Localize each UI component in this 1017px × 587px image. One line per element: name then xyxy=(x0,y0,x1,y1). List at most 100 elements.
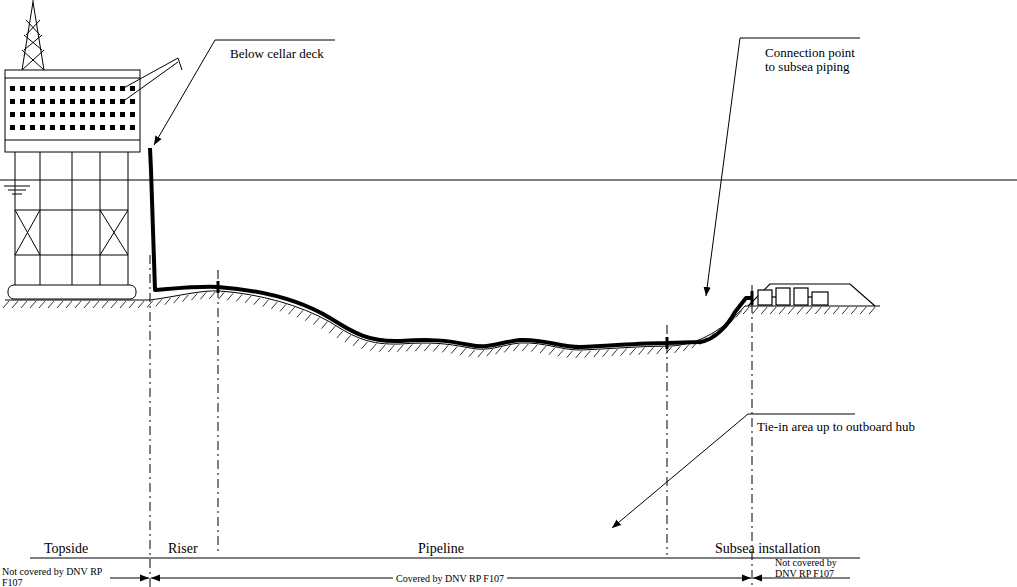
hatch-stroke xyxy=(779,307,785,314)
deck-window xyxy=(50,125,55,130)
hatch-stroke xyxy=(806,307,812,314)
hatch-stroke xyxy=(218,292,224,299)
deck-window xyxy=(100,86,105,91)
hatch-stroke xyxy=(12,301,18,308)
scope-note: Not covered by DNV RP F107 xyxy=(2,566,110,587)
hatch-stroke xyxy=(648,347,654,354)
deck-window xyxy=(30,99,35,104)
deck-window xyxy=(30,86,35,91)
hatch-stroke xyxy=(567,351,573,358)
hatch-stroke xyxy=(337,331,343,338)
hatch-stroke xyxy=(621,349,627,356)
deck-window xyxy=(120,125,125,130)
hatch-stroke xyxy=(84,301,90,308)
deck-window xyxy=(40,125,45,130)
hatch-stroke xyxy=(236,294,242,301)
hatch-stroke xyxy=(93,301,99,308)
deck-window xyxy=(10,125,15,130)
hatch-stroke xyxy=(174,296,180,303)
hatch-stroke xyxy=(442,345,448,352)
deck-window xyxy=(40,112,45,117)
hatch-stroke xyxy=(815,307,821,314)
hatch-stroke xyxy=(451,347,457,354)
hatch-stroke xyxy=(869,307,875,314)
deck-window xyxy=(120,86,125,91)
hatch-stroke xyxy=(478,350,484,357)
zone-label: Riser xyxy=(168,541,198,556)
hatch-stroke xyxy=(761,307,767,314)
hatch-stroke xyxy=(209,292,215,299)
deck-window xyxy=(60,125,65,130)
deck-window xyxy=(120,112,125,117)
subsea-structure xyxy=(748,284,875,306)
hatch-stroke xyxy=(156,299,162,306)
deck-windows xyxy=(10,86,135,130)
leader-lines xyxy=(154,38,860,528)
deck-window xyxy=(110,99,115,104)
hatch-stroke xyxy=(200,292,206,299)
deck-window xyxy=(80,125,85,130)
hatch-stroke xyxy=(120,301,126,308)
deck-window xyxy=(90,112,95,117)
deck-window xyxy=(130,86,135,91)
hatch-stroke xyxy=(770,307,776,314)
hatch-stroke xyxy=(424,344,430,351)
hatch-stroke xyxy=(496,347,502,354)
hatch-stroke xyxy=(57,301,63,308)
hatch-stroke xyxy=(280,304,286,311)
hatch-stroke xyxy=(549,348,555,355)
deck-window xyxy=(80,86,85,91)
deck-window xyxy=(90,125,95,130)
deck-window xyxy=(20,112,25,117)
riser-pipeline xyxy=(150,148,752,347)
hatch-stroke xyxy=(388,345,394,352)
hatch-stroke xyxy=(558,349,564,356)
deck-window xyxy=(130,99,135,104)
hatch-stroke xyxy=(75,301,81,308)
deck-window xyxy=(100,125,105,130)
deck-window xyxy=(130,112,135,117)
deck-window xyxy=(50,86,55,91)
deck-window xyxy=(50,99,55,104)
hatch-stroke xyxy=(406,344,412,351)
deck-window xyxy=(70,112,75,117)
hatch-stroke xyxy=(254,298,260,305)
hatch-stroke xyxy=(245,296,251,303)
scope-note: Covered by DNV RP F107 xyxy=(393,573,507,584)
hatch-stroke xyxy=(397,345,403,352)
hatch-stroke xyxy=(353,339,359,346)
deck-window xyxy=(70,125,75,130)
deck-window xyxy=(10,86,15,91)
hatch-stroke xyxy=(460,348,466,355)
hatch-stroke xyxy=(639,348,645,355)
hatch-stroke xyxy=(513,344,519,351)
deck-window xyxy=(50,112,55,117)
hatch-stroke xyxy=(743,307,749,314)
hatch-stroke xyxy=(842,307,848,314)
hatch-stroke xyxy=(433,345,439,352)
hatch-stroke xyxy=(314,317,320,324)
deck-window xyxy=(70,86,75,91)
hatch-stroke xyxy=(379,345,385,352)
zone-label: Subsea installation xyxy=(715,541,820,556)
deck-window xyxy=(20,125,25,130)
hatch-stroke xyxy=(540,346,546,353)
hatch-stroke xyxy=(191,293,197,300)
hatch-stroke xyxy=(824,307,830,314)
callout-label: Connection point to subsea piping xyxy=(765,46,865,75)
hatch-stroke xyxy=(797,307,803,314)
hatch-stroke xyxy=(289,307,295,314)
hatch-stroke xyxy=(102,301,108,308)
hatch-stroke xyxy=(612,349,618,356)
pipeline-joints xyxy=(218,281,752,349)
deck-window xyxy=(70,99,75,104)
hatch-stroke xyxy=(3,301,9,308)
hatch-stroke xyxy=(370,344,376,351)
deck-window xyxy=(30,112,35,117)
hatch-stroke xyxy=(322,322,328,329)
deck-window xyxy=(130,125,135,130)
hatch-stroke xyxy=(415,344,421,351)
hatch-stroke xyxy=(603,350,609,357)
zone-label: Pipeline xyxy=(418,541,464,556)
